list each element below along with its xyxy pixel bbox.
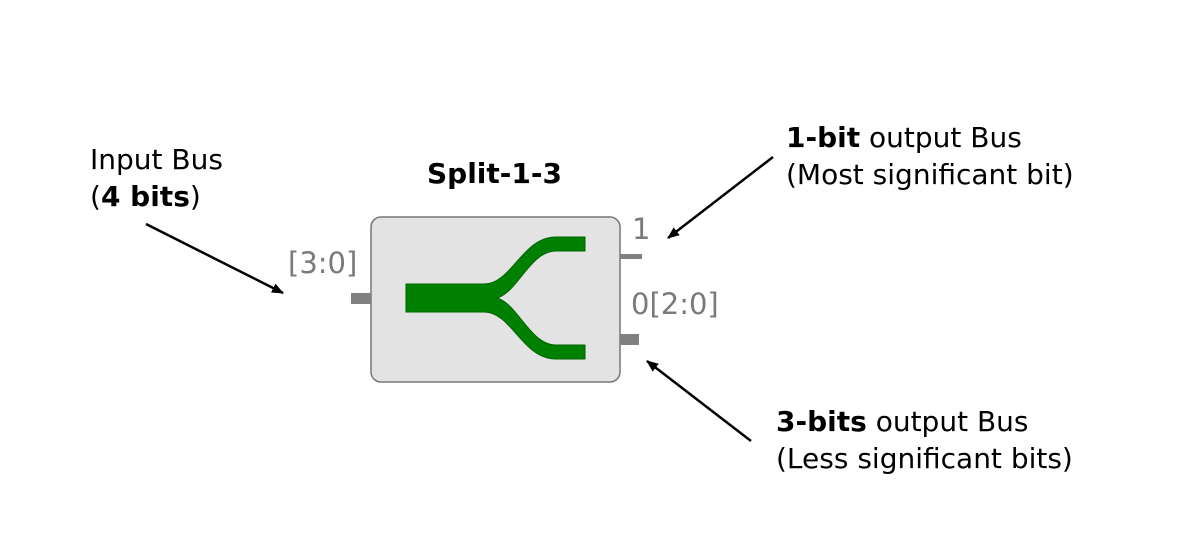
output-msb-annotation: 1-bit output Bus (Most significant bit) xyxy=(786,119,1074,193)
output-port-msb-label: 1 xyxy=(632,212,651,246)
input-annotation: Input Bus (4 bits) xyxy=(90,141,223,215)
component-title: Split-1-3 xyxy=(427,157,562,190)
output-lsb-annotation-line2: (Less significant bits) xyxy=(776,442,1073,475)
output-port-lsb[interactable] xyxy=(620,334,639,345)
output-lsb-annotation-rest: output Bus xyxy=(866,405,1029,438)
output-msb-annotation-rest: output Bus xyxy=(860,121,1022,154)
input-annotation-arrow xyxy=(145,222,284,295)
input-annotation-open-paren: ( xyxy=(90,180,101,213)
input-annotation-bits: 4 bits xyxy=(100,180,190,213)
output-lsb-annotation-bits: 3-bits xyxy=(776,405,867,438)
output-port-msb[interactable] xyxy=(620,254,642,259)
output-lsb-annotation-arrow xyxy=(646,360,752,442)
input-annotation-line1: Input Bus xyxy=(90,143,223,176)
output-lsb-annotation: 3-bits output Bus (Less significant bits… xyxy=(776,403,1073,477)
output-lsb-annotation-line1: 3-bits output Bus xyxy=(776,403,1073,440)
input-port[interactable] xyxy=(351,293,371,304)
output-msb-annotation-bits: 1-bit xyxy=(786,121,861,154)
input-port-label: [3:0] xyxy=(288,246,358,280)
output-port-lsb-label: 0[2:0] xyxy=(631,287,719,321)
output-msb-annotation-arrow xyxy=(667,156,774,239)
input-annotation-line2: (4 bits) xyxy=(90,178,223,215)
input-annotation-close-paren: ) xyxy=(189,180,201,213)
output-msb-annotation-line1: 1-bit output Bus xyxy=(786,119,1074,156)
output-msb-annotation-line2: (Most significant bit) xyxy=(786,158,1074,191)
bus-splitter-icon xyxy=(405,236,586,360)
